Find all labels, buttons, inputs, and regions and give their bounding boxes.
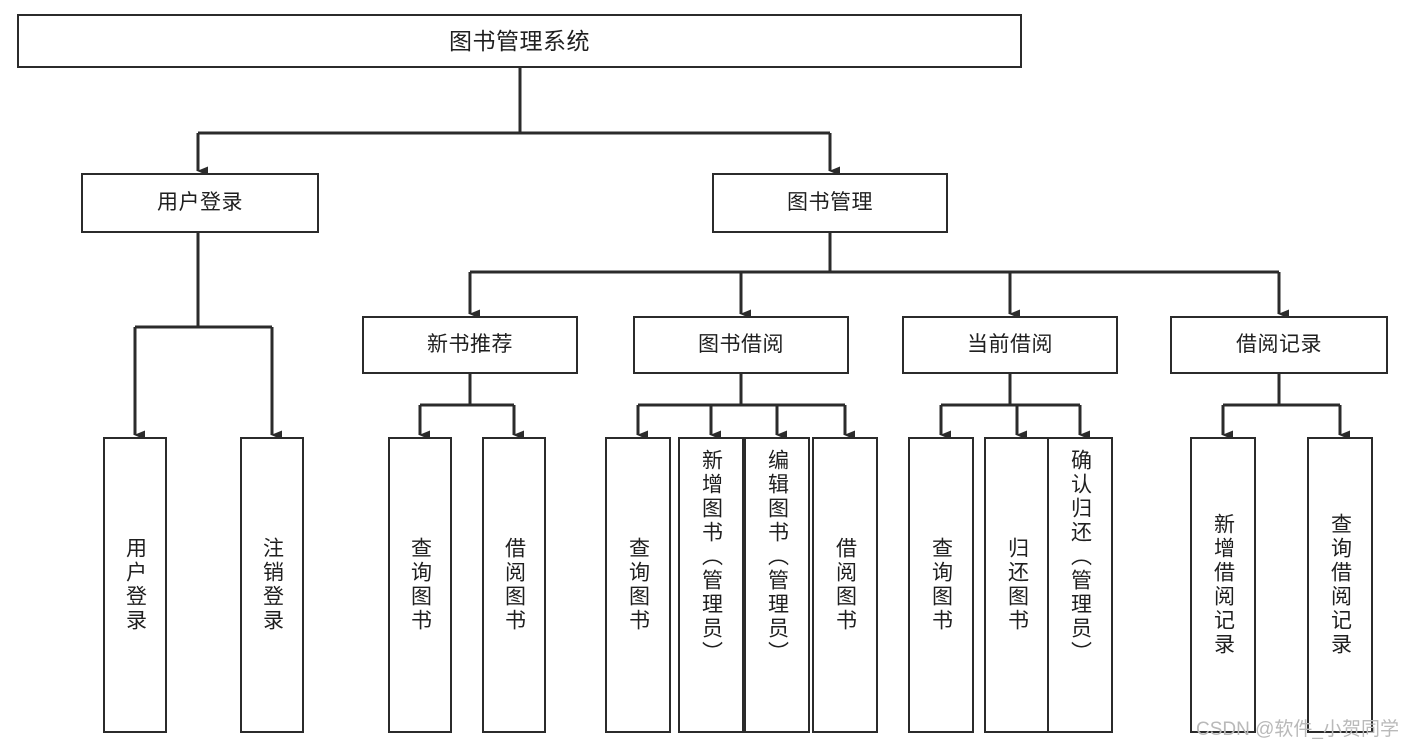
node-leaf-7[interactable]: 编辑图书（管理员）	[744, 437, 810, 733]
node-level1-1-label: 用户登录	[157, 191, 243, 215]
node-leaf-3[interactable]: 查询图书	[388, 437, 452, 733]
node-leaf-2-label: 注销登录	[260, 537, 284, 633]
node-leaf-3-label: 查询图书	[408, 537, 432, 633]
node-leaf-5-label: 查询图书	[626, 537, 650, 633]
node-leaf-10[interactable]: 归还图书	[984, 437, 1050, 733]
watermark: CSDN @软件_小贺同学	[1196, 719, 1399, 740]
node-level2-2[interactable]: 图书借阅	[633, 316, 849, 374]
node-level2-1[interactable]: 新书推荐	[362, 316, 578, 374]
node-level2-3-label: 当前借阅	[967, 333, 1053, 357]
node-leaf-1[interactable]: 用户登录	[103, 437, 167, 733]
node-level1-2-label: 图书管理	[787, 191, 873, 215]
node-root[interactable]: 图书管理系统	[17, 14, 1022, 68]
node-leaf-5[interactable]: 查询图书	[605, 437, 671, 733]
node-level2-4-label: 借阅记录	[1236, 333, 1322, 357]
node-leaf-4-label: 借阅图书	[502, 537, 526, 633]
node-level2-2-label: 图书借阅	[698, 333, 784, 357]
node-level1-1[interactable]: 用户登录	[81, 173, 319, 233]
node-leaf-13-label: 查询借阅记录	[1328, 513, 1352, 657]
node-level1-2[interactable]: 图书管理	[712, 173, 948, 233]
node-leaf-9[interactable]: 查询图书	[908, 437, 974, 733]
node-leaf-6-label: 新增图书（管理员）	[699, 449, 723, 665]
node-leaf-2[interactable]: 注销登录	[240, 437, 304, 733]
node-leaf-12[interactable]: 新增借阅记录	[1190, 437, 1256, 733]
node-leaf-12-label: 新增借阅记录	[1211, 513, 1235, 657]
node-leaf-1-label: 用户登录	[123, 537, 147, 633]
node-leaf-10-label: 归还图书	[1005, 537, 1029, 633]
node-level2-1-label: 新书推荐	[427, 333, 513, 357]
node-leaf-8-label: 借阅图书	[833, 537, 857, 633]
node-level2-4[interactable]: 借阅记录	[1170, 316, 1388, 374]
node-leaf-8[interactable]: 借阅图书	[812, 437, 878, 733]
node-leaf-13[interactable]: 查询借阅记录	[1307, 437, 1373, 733]
node-leaf-6[interactable]: 新增图书（管理员）	[678, 437, 744, 733]
node-root-label: 图书管理系统	[449, 27, 590, 54]
node-leaf-11[interactable]: 确认归还（管理员）	[1047, 437, 1113, 733]
node-leaf-7-label: 编辑图书（管理员）	[765, 449, 789, 665]
node-leaf-11-label: 确认归还（管理员）	[1068, 449, 1092, 665]
node-leaf-9-label: 查询图书	[929, 537, 953, 633]
node-leaf-4[interactable]: 借阅图书	[482, 437, 546, 733]
node-level2-3[interactable]: 当前借阅	[902, 316, 1118, 374]
